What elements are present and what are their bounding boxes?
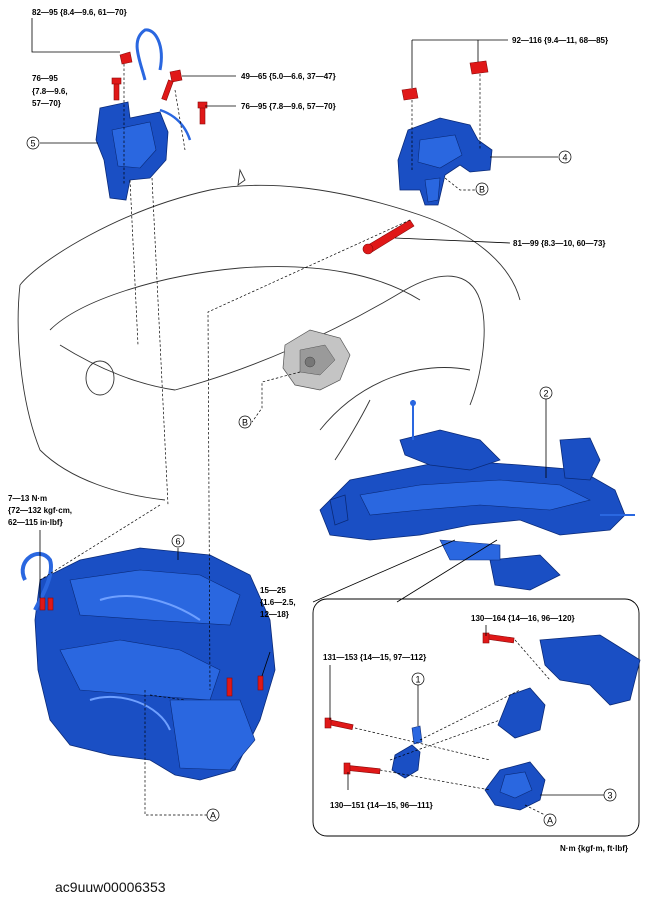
torque-label-130-164: 130—164 {14—16, 96—120} (471, 614, 575, 623)
bolt-7-13-b (47, 597, 54, 611)
torque-label-76-95-b: 76—95 {7.8—9.6, 57—70} (241, 102, 336, 111)
torque-label-15-25-b: {1.6—2.5, (260, 598, 296, 607)
reference-A-inset: A (543, 813, 557, 827)
inset-leader-left (312, 539, 456, 603)
callout-5: 5 (26, 136, 40, 150)
torque-label-130-151: 130—151 {14—15, 96—111} (330, 801, 433, 810)
bolt-76-95-b (199, 105, 206, 125)
detail-inset-frame (312, 598, 640, 837)
reference-B-mount: B (238, 415, 252, 429)
bolt-130-151 (345, 764, 381, 775)
callout-6: 6 (171, 534, 185, 548)
torque-label-82-95: 82—95 {8.4—9.6, 61—70} (32, 8, 127, 17)
part-4-transmission-mount (397, 117, 493, 206)
assembly-dashed-lines (39, 64, 551, 816)
nut-92-116-b (469, 60, 489, 75)
torque-label-131-153: 131—153 {14—15, 97—112} (323, 653, 426, 662)
torque-label-92-116: 92—116 {9.4—11, 68—85} (512, 36, 608, 45)
torque-label-76-95-a2: {7.8—9.6, (32, 87, 68, 96)
callout-2: 2 (539, 386, 553, 400)
bolt-15-25-b (257, 675, 264, 691)
svg-text:6: 6 (175, 537, 180, 547)
bolt-130-164 (485, 633, 515, 644)
part-1-bracket-small (391, 725, 423, 779)
svg-text:B: B (242, 418, 248, 428)
torque-label-49-65: 49—65 {5.0—6.6, 37—47} (241, 72, 336, 81)
reference-A-engine: A (206, 808, 220, 822)
torque-label-7-13-c: 62—115 in·lbf} (8, 518, 63, 527)
torque-label-15-25-c: 12—18} (260, 610, 289, 619)
inset-leader-right (396, 539, 498, 603)
leader-lines (31, 18, 604, 796)
torque-label-15-25-a: 15—25 (260, 586, 286, 595)
bolt-7-13-a (39, 597, 46, 611)
part-2-front-crossmember (319, 400, 635, 591)
torque-label-7-13-b: {72—132 kgf·cm, (8, 506, 72, 515)
bolt-76-95-a-head (111, 77, 122, 85)
reference-B-trans: B (475, 182, 489, 196)
svg-text:4: 4 (562, 153, 567, 163)
bolts (39, 51, 515, 775)
bolt-15-25-a (226, 677, 233, 697)
inset-mount-upper (497, 634, 641, 739)
nut-92-116-a (401, 87, 419, 101)
svg-text:1: 1 (415, 675, 420, 685)
part-6-engine-transaxle (20, 547, 276, 781)
svg-text:A: A (547, 816, 553, 826)
svg-text:3: 3 (607, 791, 612, 801)
torque-label-76-95-a1: 76—95 (32, 74, 58, 83)
figure-code: ac9uuw00006353 (55, 879, 166, 895)
svg-text:5: 5 (30, 139, 35, 149)
svg-text:B: B (479, 185, 485, 195)
torque-label-81-99: 81—99 {8.3—10, 60—73} (513, 239, 606, 248)
bolt-82-95 (119, 51, 133, 65)
callout-4: 4 (558, 150, 572, 164)
bolt-76-95-a (113, 81, 120, 101)
callout-1: 1 (411, 672, 425, 686)
bolt-49-65 (169, 69, 183, 83)
svg-text:2: 2 (543, 389, 548, 399)
units-note: N·m {kgf·m, ft·lbf} (560, 844, 628, 853)
part-3-engine-mount-no3 (484, 761, 546, 811)
callout-3: 3 (603, 788, 617, 802)
part-5-engine-mount-bracket (95, 28, 192, 201)
vehicle-body-outline (17, 168, 521, 501)
engine-mount-gray (282, 329, 351, 391)
torque-label-76-95-a3: 57—70} (32, 99, 61, 108)
bolt-81-99 (367, 219, 415, 253)
svg-text:A: A (210, 811, 216, 821)
torque-label-7-13-a: 7—13 N·m (8, 494, 47, 503)
